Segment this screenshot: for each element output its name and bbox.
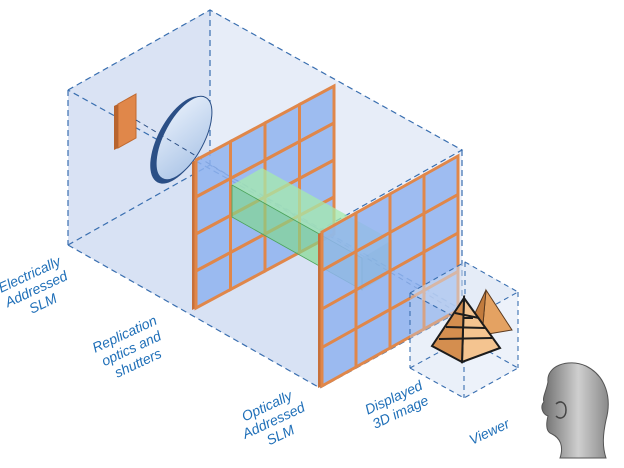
viewer-head: [541, 362, 609, 459]
pyramid-3d-image: [430, 288, 513, 364]
lens: [150, 95, 213, 184]
electrically-addressed-slm: [114, 93, 137, 150]
